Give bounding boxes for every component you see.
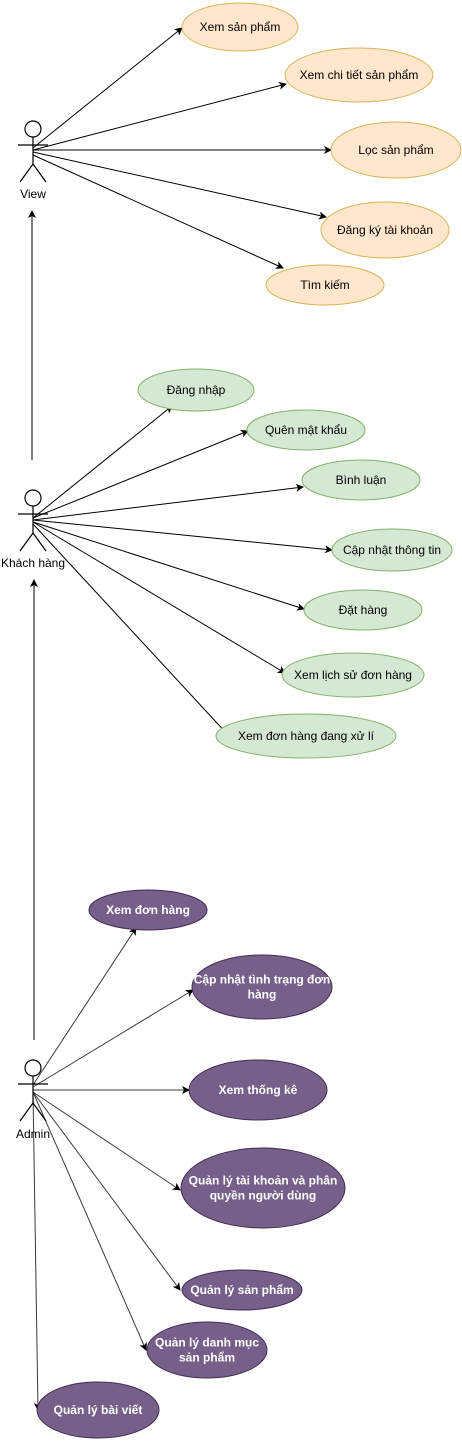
edge-admin-a7: [32, 1091, 42, 1411]
usecase-customer-c2[interactable]: Quên mật khẩu: [246, 409, 366, 451]
usecase-view-v5[interactable]: Tìm kiếm: [265, 264, 385, 306]
actor-view-left-leg: [19, 163, 34, 183]
usecase-label: Quên mật khẩu: [265, 423, 347, 437]
usecase-label: Cập nhật thông tin: [343, 543, 441, 557]
edge-customer-c2: [32, 429, 249, 519]
usecase-label: quyền người dùng: [210, 1189, 317, 1203]
actor-admin-head: [24, 1059, 42, 1077]
usecase-label: Xem chi tiết sản phẩm: [300, 68, 419, 82]
usecase-label: Lọc sản phẩm: [358, 143, 433, 157]
usecase-customer-c1[interactable]: Đăng nhập: [137, 368, 255, 412]
usecase-label: sản phẩm: [179, 1351, 235, 1365]
actor-admin-left-leg: [19, 1102, 34, 1122]
edge-view-v1: [32, 27, 183, 149]
edge-customer-c3: [32, 483, 304, 521]
edge-admin-a6: [32, 1091, 147, 1351]
usecase-ellipse: [265, 264, 385, 306]
usecase-label: Xem thống kê: [219, 1083, 298, 1097]
usecase-ellipse: [330, 121, 462, 179]
usecase-label: Tìm kiếm: [300, 278, 349, 292]
usecase-label: Đăng ký tài khoản: [337, 223, 433, 237]
actor-customer-right-leg: [32, 532, 47, 552]
usecase-ellipse: [88, 889, 208, 931]
usecase-ellipse: [181, 1269, 303, 1311]
usecase-ellipse: [215, 713, 397, 759]
usecase-ellipse: [180, 1147, 346, 1229]
edge-customer-c5: [32, 521, 305, 611]
usecase-label: Cập nhật tình trạng đơn: [194, 973, 331, 987]
usecase-view-v2[interactable]: Xem chi tiết sản phẩm: [284, 47, 434, 103]
usecase-view-v3[interactable]: Lọc sản phẩm: [330, 121, 462, 179]
usecase-ellipse: [284, 47, 434, 103]
edge-view-v2: [32, 81, 287, 151]
usecase-ellipse: [188, 1059, 328, 1121]
edge-admin-a4: [32, 1091, 181, 1191]
actor-customer-left-leg: [19, 532, 34, 552]
usecase-customer-c3[interactable]: Bình luận: [301, 459, 421, 501]
usecase-label: Xem đơn hàng đang xử lí: [238, 729, 375, 743]
usecase-admin-a5[interactable]: Quản lý sản phẩm: [181, 1269, 303, 1311]
usecase-admin-a7[interactable]: Quản lý bài viết: [36, 1381, 160, 1439]
edge-admin-a5: [32, 1091, 181, 1291]
usecase-customer-c5[interactable]: Đặt hàng: [303, 589, 423, 631]
usecase-ellipse: [301, 459, 421, 501]
actor-customer-label: Khách hàng: [1, 556, 65, 570]
actor-view-head: [24, 120, 42, 138]
edge-customer-c6: [32, 521, 286, 674]
usecase-label: Quản lý tài khoản và phân: [189, 1174, 338, 1188]
edge-view-v4: [32, 151, 327, 220]
edge-admin-a2: [32, 989, 194, 1088]
actor-view-label: View: [20, 187, 46, 201]
usecase-admin-a1[interactable]: Xem đơn hàng: [88, 889, 208, 931]
usecase-ellipse: [146, 1321, 268, 1379]
usecase-ellipse: [191, 954, 333, 1020]
usecase-customer-c6[interactable]: Xem lịch sử đơn hàng: [281, 652, 425, 698]
usecase-ellipse: [36, 1381, 160, 1439]
usecase-label: Quản lý sản phẩm: [190, 1283, 293, 1297]
association-edges: [28, 27, 333, 1411]
usecase-ellipse: [281, 652, 425, 698]
usecase-label: hàng: [248, 988, 277, 1002]
usecase-ellipse: [320, 201, 450, 259]
edge-customer-c4: [32, 519, 333, 554]
actor-view[interactable]: View: [18, 120, 48, 201]
usecase-ellipse: [137, 368, 255, 412]
usecase-ellipse: [303, 589, 423, 631]
usecase-view-v1[interactable]: Xem sản phẩm: [181, 2, 299, 52]
usecase-label: Xem sản phẩm: [200, 20, 281, 34]
actor-customer-head: [24, 489, 42, 507]
actor-admin[interactable]: Admin: [16, 1059, 50, 1141]
usecase-admin-a3[interactable]: Xem thống kê: [188, 1059, 328, 1121]
edge-view-v5: [32, 154, 284, 269]
edge-customer-c7: [32, 523, 230, 737]
usecase-label: Quản lý danh mục: [155, 1336, 259, 1350]
actor-view-right-leg: [32, 163, 47, 183]
usecase-label: Xem đơn hàng: [106, 903, 190, 917]
usecase-ellipse: [246, 409, 366, 451]
actor-admin-label: Admin: [16, 1127, 50, 1141]
usecase-customer-c7[interactable]: Xem đơn hàng đang xử lí: [215, 713, 397, 759]
actor-customer[interactable]: Khách hàng: [1, 489, 65, 570]
usecase-label: Xem lịch sử đơn hàng: [294, 668, 412, 682]
usecase-label: Bình luận: [336, 473, 387, 487]
edge-admin-a1: [32, 927, 137, 1086]
usecase-label: Đặt hàng: [339, 603, 388, 617]
edge-customer-c1: [32, 405, 173, 519]
usecase-ellipse: [331, 528, 453, 572]
usecase-view-v4[interactable]: Đăng ký tài khoản: [320, 201, 450, 259]
actor-admin-right-leg: [32, 1102, 47, 1122]
usecase-label: Đăng nhập: [167, 383, 226, 397]
usecase-label: Quản lý bài viết: [54, 1403, 143, 1417]
usecase-customer-c4[interactable]: Cập nhật thông tin: [331, 528, 453, 572]
usecase-ellipse: [181, 2, 299, 52]
